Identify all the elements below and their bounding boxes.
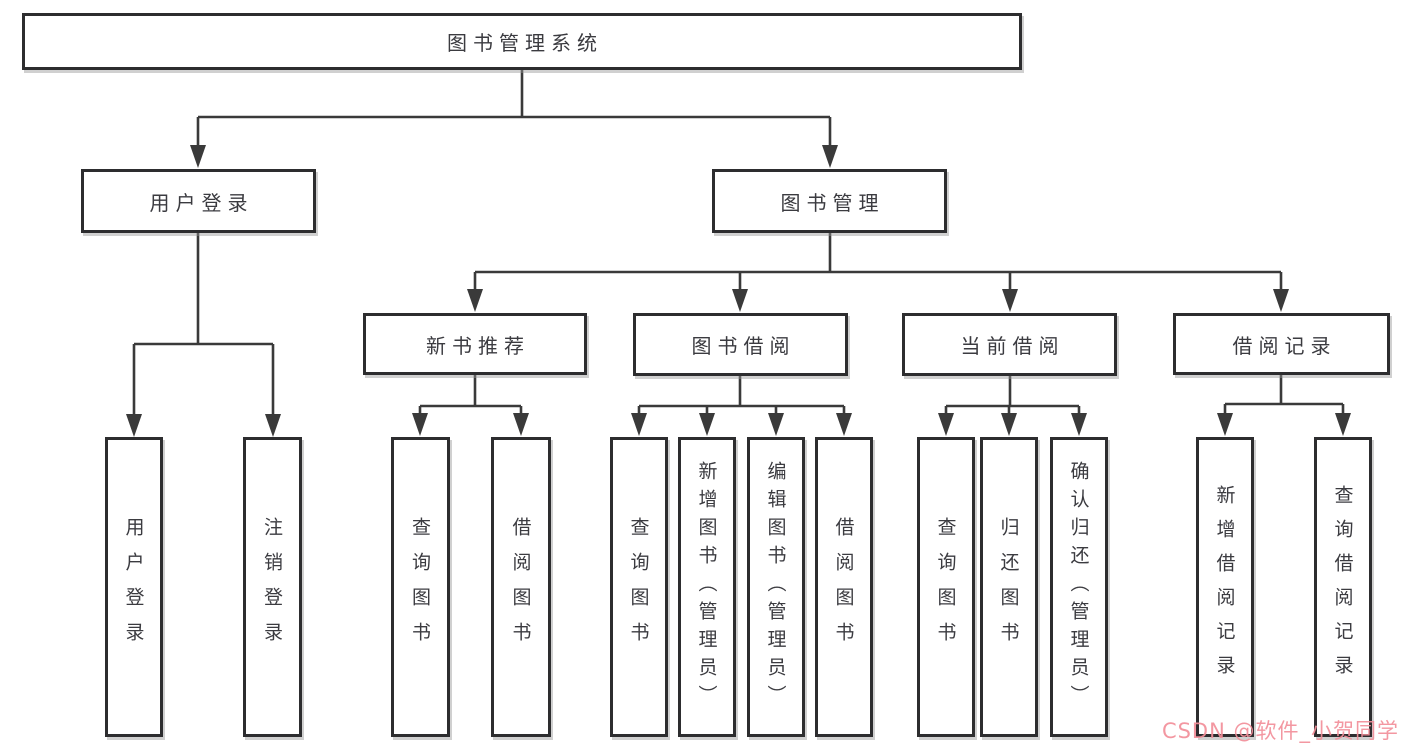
leaf-query-book-borrow: 查询图书 bbox=[610, 437, 668, 737]
node-book-management: 图书管理 bbox=[712, 169, 947, 233]
node-user-login: 用户登录 bbox=[81, 169, 316, 233]
leaf-query-book-recommend: 查询图书 bbox=[391, 437, 450, 737]
connector-new-book-branch bbox=[418, 375, 523, 415]
leaf-user-login: 用户登录 bbox=[105, 437, 163, 737]
node-borrow-records: 借阅记录 bbox=[1173, 313, 1390, 375]
connector-current-borrow-branch bbox=[944, 375, 1081, 415]
leaf-query-book-current: 查询图书 bbox=[917, 437, 975, 737]
node-current-borrow: 当前借阅 bbox=[902, 313, 1117, 376]
leaf-logout: 注销登录 bbox=[243, 437, 302, 737]
leaf-borrow-book: 借阅图书 bbox=[815, 437, 873, 737]
leaf-add-book-admin: 新增图书（管理员） bbox=[678, 437, 736, 737]
connector-borrow-records-branch bbox=[1223, 375, 1345, 415]
leaf-add-borrow-record: 新增借阅记录 bbox=[1196, 437, 1254, 737]
node-new-book-recommend: 新书推荐 bbox=[363, 313, 587, 375]
connector-user-login-branch bbox=[132, 233, 275, 416]
leaf-return-book: 归还图书 bbox=[980, 437, 1038, 737]
node-root-system: 图书管理系统 bbox=[22, 13, 1022, 70]
csdn-watermark: CSDN @软件_小贺同学 bbox=[1161, 719, 1399, 743]
connector-book-mgmt-branch bbox=[473, 233, 1283, 291]
leaf-edit-book-admin: 编辑图书（管理员） bbox=[747, 437, 805, 737]
connector-root-to-level2 bbox=[196, 70, 832, 147]
node-book-borrow: 图书借阅 bbox=[633, 313, 848, 376]
leaf-confirm-return-admin: 确认归还（管理员） bbox=[1050, 437, 1108, 737]
leaf-borrow-book-recommend: 借阅图书 bbox=[491, 437, 551, 737]
connector-book-borrow-branch bbox=[637, 375, 846, 415]
leaf-query-borrow-record: 查询借阅记录 bbox=[1314, 437, 1372, 737]
